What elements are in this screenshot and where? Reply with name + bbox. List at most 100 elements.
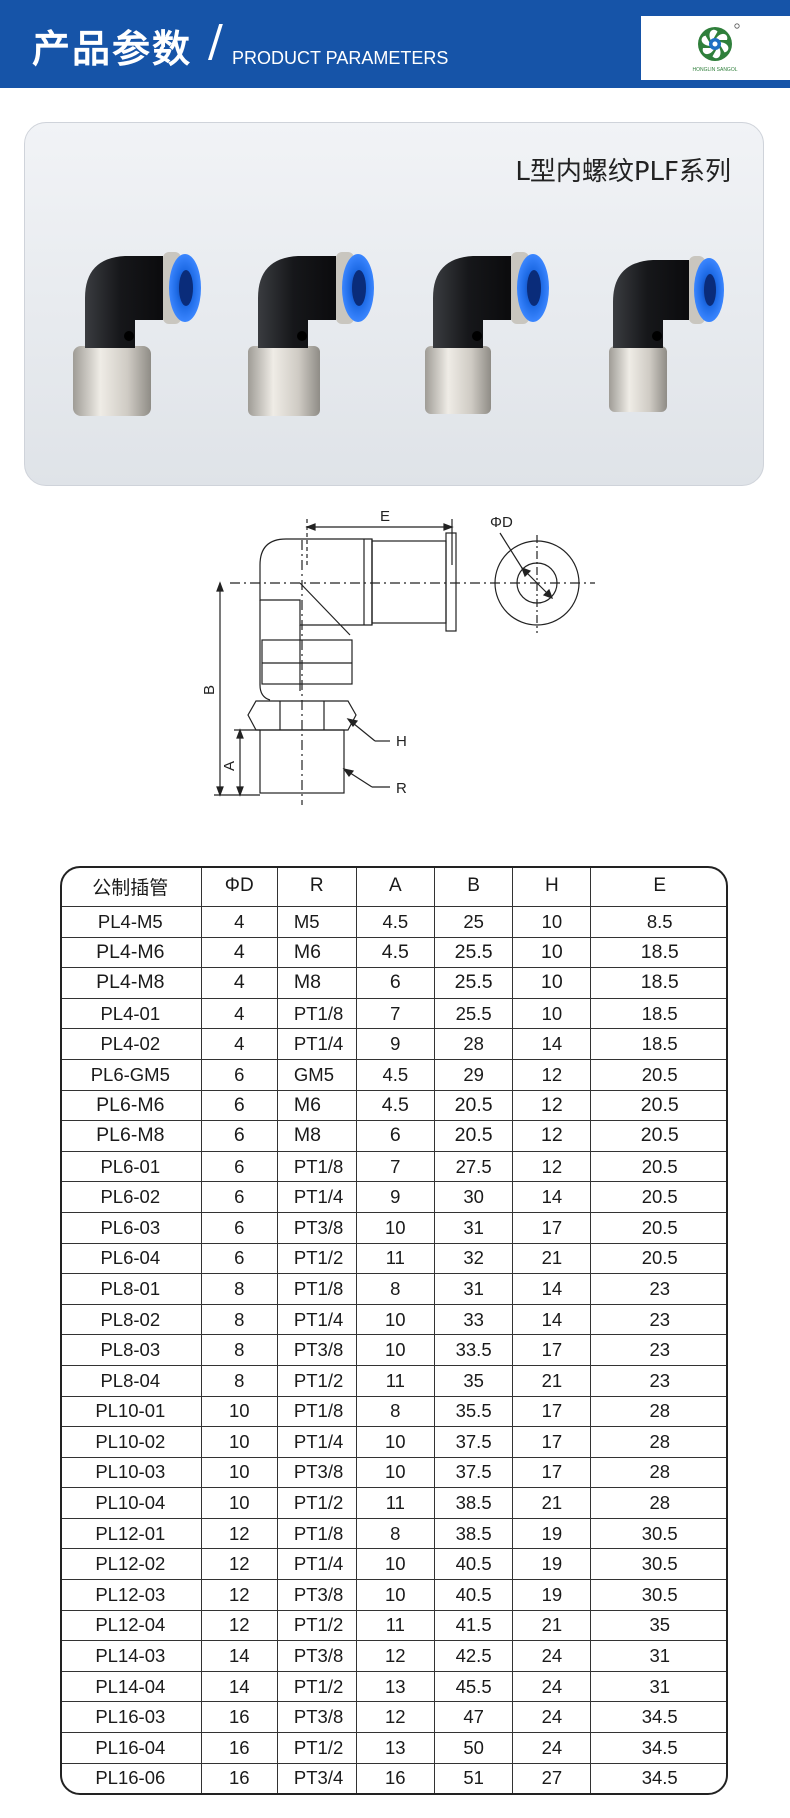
table-cell: 20.5: [591, 1152, 728, 1183]
table-cell: 4: [201, 937, 278, 969]
table-cell: M8: [277, 1121, 357, 1152]
table-cell: 10: [201, 1457, 278, 1489]
fitting-4: [609, 256, 724, 412]
table-cell: PT1/8: [277, 998, 357, 1030]
table-cell: 24: [513, 1733, 592, 1764]
table-cell: 20.5: [591, 1213, 728, 1244]
table-cell: 19: [513, 1518, 592, 1550]
table-cell: 25: [434, 907, 514, 938]
table-cell: PL8-01: [60, 1274, 202, 1305]
table-cell: 10: [513, 907, 592, 938]
table-cell: PL16-04: [60, 1733, 202, 1764]
table-cell: PL6-M8: [60, 1121, 202, 1152]
table-cell: 23: [591, 1305, 728, 1336]
table-cell: 35: [591, 1611, 728, 1642]
table-cell: PT3/8: [277, 1641, 357, 1672]
table-cell: PL12-02: [60, 1549, 202, 1581]
table-cell: 30: [434, 1182, 514, 1213]
table-cell: 7: [356, 1151, 435, 1183]
table-cell: M6: [277, 937, 357, 969]
table-cell: PT3/8: [277, 1580, 357, 1611]
table-cell: 17: [513, 1335, 592, 1366]
table-cell: 10: [356, 1427, 435, 1458]
table-cell: 38.5: [434, 1518, 514, 1550]
table-cell: 4: [201, 907, 278, 938]
table-cell: 10: [513, 998, 592, 1030]
table-cell: 4.5: [356, 1059, 435, 1091]
table-cell: 12: [201, 1580, 278, 1611]
table-cell: M5: [277, 907, 357, 938]
table-cell: PT1/8: [277, 1151, 357, 1183]
column-header: H: [513, 866, 592, 907]
table-cell: PT1/2: [277, 1243, 357, 1275]
table-cell: 40.5: [434, 1549, 514, 1581]
table-cell: PL8-03: [60, 1335, 202, 1366]
table-cell: 13: [356, 1733, 435, 1764]
fitting-1: [73, 252, 201, 416]
table-cell: 35.5: [434, 1396, 514, 1428]
table-cell: 4.5: [356, 937, 435, 969]
table-cell: 18.5: [591, 999, 728, 1030]
table-cell: 24: [513, 1641, 592, 1672]
table-cell: 16: [357, 1763, 435, 1794]
table-cell: 30.5: [591, 1519, 728, 1550]
table-cell: 23: [591, 1335, 728, 1366]
table-cell: PT3/8: [277, 1335, 357, 1366]
table-cell: 21: [513, 1488, 592, 1519]
label-h: H: [396, 733, 407, 750]
label-b: B: [201, 685, 218, 695]
label-a: A: [221, 761, 238, 771]
column-header: E: [591, 866, 728, 907]
table-cell: 21: [513, 1610, 592, 1642]
table-cell: 10: [356, 1304, 435, 1336]
table-cell: 12: [513, 1059, 592, 1091]
table-cell: 20.5: [434, 1121, 514, 1152]
header-banner: 产品参数 / PRODUCT PARAMETERS HONGLIN SANGOL: [0, 0, 790, 88]
table-cell: 23: [591, 1274, 728, 1305]
table-cell: PL6-02: [60, 1182, 202, 1213]
table-cell: 51: [435, 1763, 514, 1794]
table-cell: PL10-01: [60, 1396, 202, 1428]
table-cell: PL12-04: [60, 1610, 202, 1642]
dimension-diagram: E B A H R ΦD: [201, 508, 595, 805]
table-cell: 14: [513, 1304, 592, 1336]
table-cell: 8: [201, 1365, 278, 1397]
table-cell: PT1/8: [277, 1518, 357, 1550]
table-cell: 28: [434, 1029, 514, 1060]
table-cell: 50: [434, 1733, 514, 1764]
table-cell: 41.5: [434, 1610, 514, 1642]
table-cell: 16: [201, 1733, 278, 1764]
table-cell: PL6-01: [60, 1151, 202, 1183]
table-cell: 4.5: [356, 1090, 435, 1122]
table-cell: 13: [356, 1671, 435, 1703]
table-cell: PT1/4: [277, 1304, 357, 1336]
table-cell: 29: [434, 1059, 514, 1091]
table-cell: 11: [356, 1488, 435, 1519]
table-cell: PT1/2: [277, 1610, 357, 1642]
table-cell: 30.5: [591, 1580, 728, 1611]
table-cell: PL8-02: [60, 1304, 202, 1336]
column-header: A: [356, 866, 435, 907]
table-cell: 12: [513, 1151, 592, 1183]
table-cell: 25.5: [434, 968, 514, 999]
table-cell: 20.5: [591, 1121, 728, 1152]
table-cell: 33: [434, 1304, 514, 1336]
table-cell: 28: [591, 1397, 728, 1428]
table-cell: 17: [513, 1212, 592, 1244]
table-cell: 21: [513, 1243, 592, 1275]
table-cell: 11: [356, 1243, 435, 1275]
